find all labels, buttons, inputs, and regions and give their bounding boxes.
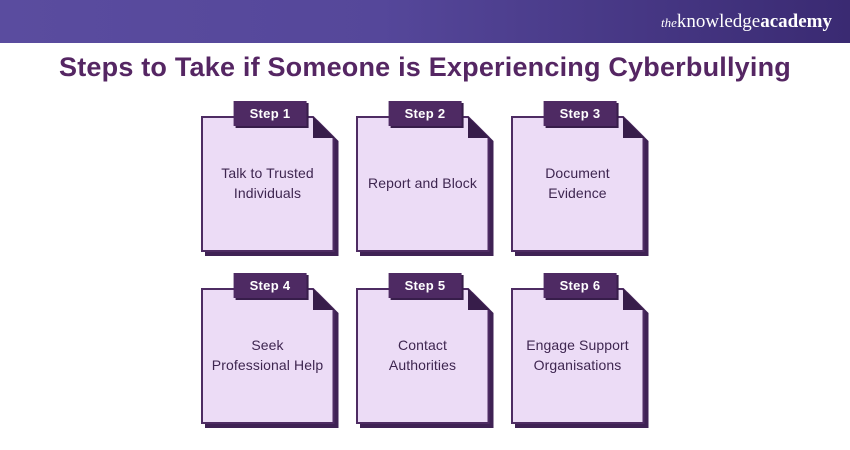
step-card-4: Step 4 Seek Professional Help: [201, 273, 340, 429]
card-inner: Seek Professional Help: [203, 290, 333, 422]
card-body: Report and Block: [356, 116, 490, 252]
step-badge-4: Step 4: [233, 273, 307, 298]
page-title: Steps to Take if Someone is Experiencing…: [59, 52, 791, 82]
step-text-4: Seek Professional Help: [211, 337, 324, 373]
step-text-3: Document Evidence: [545, 165, 610, 201]
card-body: Talk to Trusted Individuals: [201, 116, 335, 252]
step-card-5: Step 5 Contact Authorities: [356, 273, 495, 429]
step-badge-6: Step 6: [543, 273, 617, 298]
card-inner: Report and Block: [358, 118, 488, 250]
steps-row-1: Step 1 Talk to Trusted Individuals Step …: [201, 101, 650, 257]
logo-knowledge: knowledge: [676, 11, 761, 32]
steps-row-2: Step 4 Seek Professional Help Step 5 Con…: [201, 273, 650, 429]
card-body: Engage Support Organisations: [511, 288, 645, 424]
step-text-5: Contact Authorities: [388, 337, 457, 373]
step-badge-5: Step 5: [388, 273, 462, 298]
card-inner: Engage Support Organisations: [513, 290, 643, 422]
card-inner: Contact Authorities: [358, 290, 488, 422]
folded-corner-icon: [468, 116, 490, 138]
folded-corner-icon: [313, 288, 335, 310]
step-card-1: Step 1 Talk to Trusted Individuals: [201, 101, 340, 257]
step-text-2: Report and Block: [368, 175, 477, 192]
step-text-1: Talk to Trusted Individuals: [221, 165, 314, 201]
folded-corner-icon: [468, 288, 490, 310]
folded-corner-icon: [313, 116, 335, 138]
card-body: Document Evidence: [511, 116, 645, 252]
steps-grid: Step 1 Talk to Trusted Individuals Step …: [0, 101, 850, 429]
card-inner: Talk to Trusted Individuals: [203, 118, 333, 250]
folded-corner-icon: [623, 288, 645, 310]
card-body: Seek Professional Help: [201, 288, 335, 424]
folded-corner-icon: [623, 116, 645, 138]
step-badge-1: Step 1: [233, 101, 307, 126]
step-badge-2: Step 2: [388, 101, 462, 126]
logo-the: the: [660, 15, 677, 30]
step-card-2: Step 2 Report and Block: [356, 101, 495, 257]
card-body: Contact Authorities: [356, 288, 490, 424]
card-inner: Document Evidence: [513, 118, 643, 250]
step-text-6: Engage Support Organisations: [526, 337, 629, 373]
step-card-3: Step 3 Document Evidence: [511, 101, 650, 257]
step-badge-3: Step 3: [543, 101, 617, 126]
step-card-6: Step 6 Engage Support Organisations: [511, 273, 650, 429]
logo-academy: academy: [760, 11, 832, 32]
